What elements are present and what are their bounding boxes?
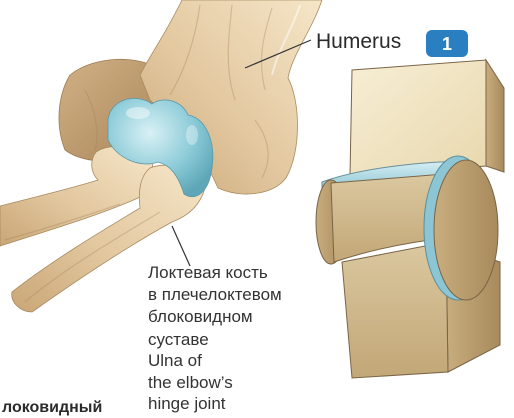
bottom-caption: локовидный <box>2 399 102 416</box>
figure-number-badge: 1 <box>426 30 468 57</box>
cartilage-highlight <box>126 107 150 119</box>
ulna-label-ru-line: в плечелоктевом <box>148 285 282 304</box>
cartilage-highlight <box>186 125 198 145</box>
ulna-label-ru: Локтевая кость в плечелоктевом блоковидн… <box>148 263 282 349</box>
ulna-label-en-line: Ulna of <box>148 351 202 370</box>
ulna-label-en: Ulna of the elbow’s hinge joint <box>148 351 233 413</box>
hinge-top-block-side <box>486 60 504 172</box>
humerus-label: Humerus <box>316 30 401 53</box>
ulna-label-ru-line: Локтевая кость <box>148 263 268 282</box>
hinge-knuckle-right-disk <box>434 160 498 300</box>
hinge-model <box>316 60 504 378</box>
ulna-leader-line <box>172 226 190 266</box>
ulna-label-en-line: hinge joint <box>148 394 226 413</box>
badge-number: 1 <box>442 34 452 54</box>
ulna-label-en-line: the elbow’s <box>148 373 233 392</box>
ulna-label-ru-line: суставе <box>148 330 209 349</box>
ulna-label-ru-line: блоковидном <box>148 307 253 326</box>
